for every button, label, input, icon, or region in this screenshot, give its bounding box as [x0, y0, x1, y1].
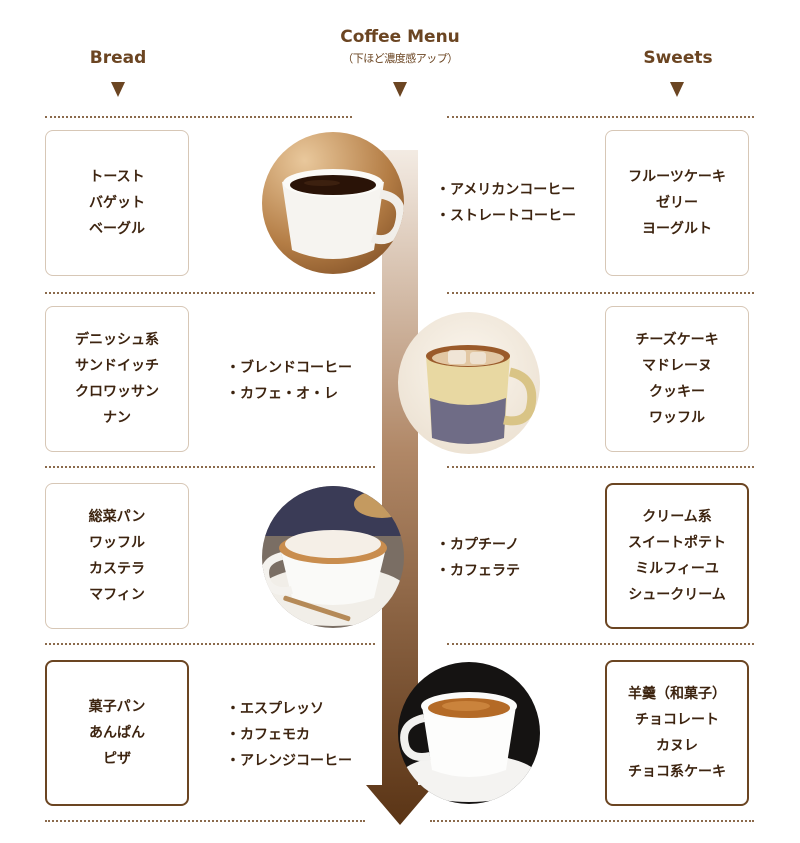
list-item: トースト — [89, 169, 145, 185]
coffee-list-row4: ・エスプレッソ ・カフェモカ ・アレンジコーヒー — [226, 696, 352, 774]
divider — [447, 116, 754, 118]
list-item: ゼリー — [656, 195, 698, 211]
list-item: カステラ — [89, 561, 145, 577]
divider — [430, 820, 754, 822]
list-item: ミルフィーユ — [635, 561, 719, 577]
list-item: ナン — [103, 410, 131, 426]
list-item: ・ストレートコーヒー — [436, 208, 576, 224]
list-item: スイートポテト — [628, 535, 726, 551]
list-item: クッキー — [649, 384, 705, 400]
divider — [447, 466, 754, 468]
list-item: ピザ — [103, 751, 131, 767]
list-item: チョコ系ケーキ — [628, 764, 726, 780]
divider — [447, 292, 754, 294]
list-item: ワッフル — [89, 535, 145, 551]
divider — [45, 116, 352, 118]
bread-box-row4: 菓子パン あんぱん ピザ — [45, 660, 189, 806]
list-item: ヨーグルト — [642, 221, 712, 237]
coffee-photo-cappuccino — [262, 486, 404, 628]
list-item: ・カフェモカ — [226, 727, 310, 743]
list-item: ・カフェラテ — [436, 563, 520, 579]
list-item: 総菜パン — [88, 509, 146, 525]
coffee-down-triangle-icon — [393, 82, 407, 97]
bread-down-triangle-icon — [111, 82, 125, 97]
sweets-header: Sweets — [643, 48, 713, 68]
sweets-box-row2: チーズケーキ マドレーヌ クッキー ワッフル — [605, 306, 749, 452]
coffee-photo-cafe-au-lait — [398, 312, 540, 454]
list-item: クリーム系 — [642, 509, 712, 525]
list-item: マフィン — [89, 587, 145, 603]
sweets-box-row1: フルーツケーキ ゼリー ヨーグルト — [605, 130, 749, 276]
sweets-box-row4: 羊羹（和菓子） チョコレート カヌレ チョコ系ケーキ — [605, 660, 749, 806]
bread-box-row2: デニッシュ系 サンドイッチ クロワッサン ナン — [45, 306, 189, 452]
list-item: あんぱん — [89, 725, 145, 741]
coffee-photo-american — [262, 132, 404, 274]
list-item: サンドイッチ — [75, 358, 159, 374]
coffee-list-row1: ・アメリカンコーヒー ・ストレートコーヒー — [436, 177, 576, 229]
list-item: チーズケーキ — [635, 332, 719, 348]
list-item: クロワッサン — [75, 384, 159, 400]
list-item: 羊羹（和菓子） — [628, 686, 726, 702]
list-item: ・アレンジコーヒー — [226, 753, 352, 769]
list-item: バゲット — [89, 195, 145, 211]
list-item: 菓子パン — [88, 699, 146, 715]
list-item: ・カプチーノ — [436, 537, 520, 553]
bread-box-row1: トースト バゲット ベーグル — [45, 130, 189, 276]
bread-box-row3: 総菜パン ワッフル カステラ マフィン — [45, 483, 189, 629]
coffee-subheader: （下ほど濃度感アップ） — [342, 52, 458, 65]
sweets-down-triangle-icon — [670, 82, 684, 97]
bread-header: Bread — [89, 48, 147, 68]
list-item: ベーグル — [89, 221, 145, 237]
list-item: カヌレ — [656, 738, 698, 754]
list-item: フルーツケーキ — [628, 169, 726, 185]
sweets-box-row3: クリーム系 スイートポテト ミルフィーユ シュークリーム — [605, 483, 749, 629]
list-item: ・ブレンドコーヒー — [226, 360, 352, 376]
list-item: マドレーヌ — [642, 358, 712, 374]
coffee-photo-espresso — [398, 662, 540, 804]
coffee-list-row2: ・ブレンドコーヒー ・カフェ・オ・レ — [226, 355, 352, 407]
list-item: デニッシュ系 — [75, 332, 159, 348]
coffee-list-row3: ・カプチーノ ・カフェラテ — [436, 532, 520, 584]
list-item: ・アメリカンコーヒー — [436, 182, 576, 198]
list-item: ・カフェ・オ・レ — [226, 386, 338, 402]
divider — [45, 466, 375, 468]
divider — [45, 292, 375, 294]
list-item: シュークリーム — [628, 587, 726, 603]
divider — [45, 643, 375, 645]
list-item: ・エスプレッソ — [226, 701, 324, 717]
coffee-header: Coffee Menu — [340, 27, 460, 47]
list-item: ワッフル — [649, 410, 705, 426]
gradient-arrow-icon — [366, 150, 434, 825]
divider — [447, 643, 754, 645]
list-item: チョコレート — [635, 712, 719, 728]
divider — [45, 820, 365, 822]
